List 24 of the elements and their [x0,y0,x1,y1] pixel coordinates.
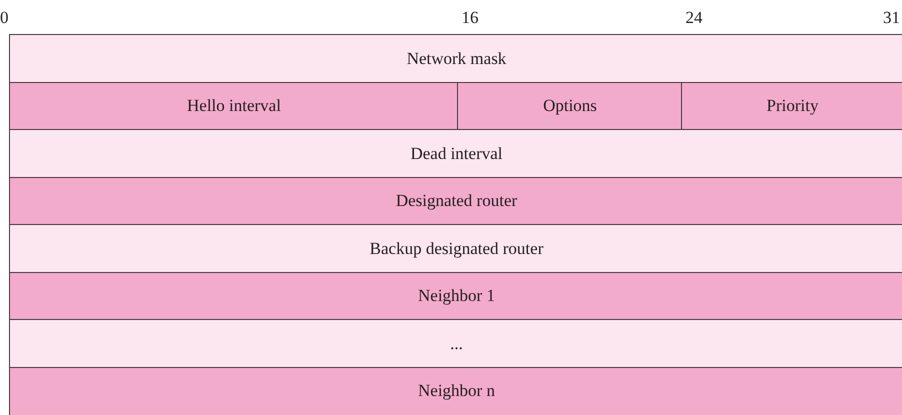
field-name: Dead interval [410,144,503,164]
field-cell [457,82,683,131]
field-name: Backup designated router [370,238,544,259]
field-cell [681,82,902,131]
field-cell [9,129,902,178]
field-name: ... [450,334,463,354]
bit-position-label: 31 [883,8,900,28]
field-name: Network mask [406,48,506,69]
bit-position-label: 24 [686,8,702,28]
field-cell [9,82,459,131]
field-cell [9,366,902,415]
field-name: Priority [766,96,818,116]
field-cell [9,224,902,274]
field-name: Neighbor n [418,381,495,402]
field-cell [9,319,902,368]
field-cell [9,34,902,84]
field-name: Hello interval [187,96,281,116]
field-name: Neighbor 1 [418,286,495,306]
bit-position-label: 16 [462,8,478,28]
field-cell [9,176,902,226]
bit-position-label: 0 [0,8,8,28]
field-name: Options [543,96,597,116]
field-cell [9,272,902,321]
field-name: Designated router [396,191,518,212]
